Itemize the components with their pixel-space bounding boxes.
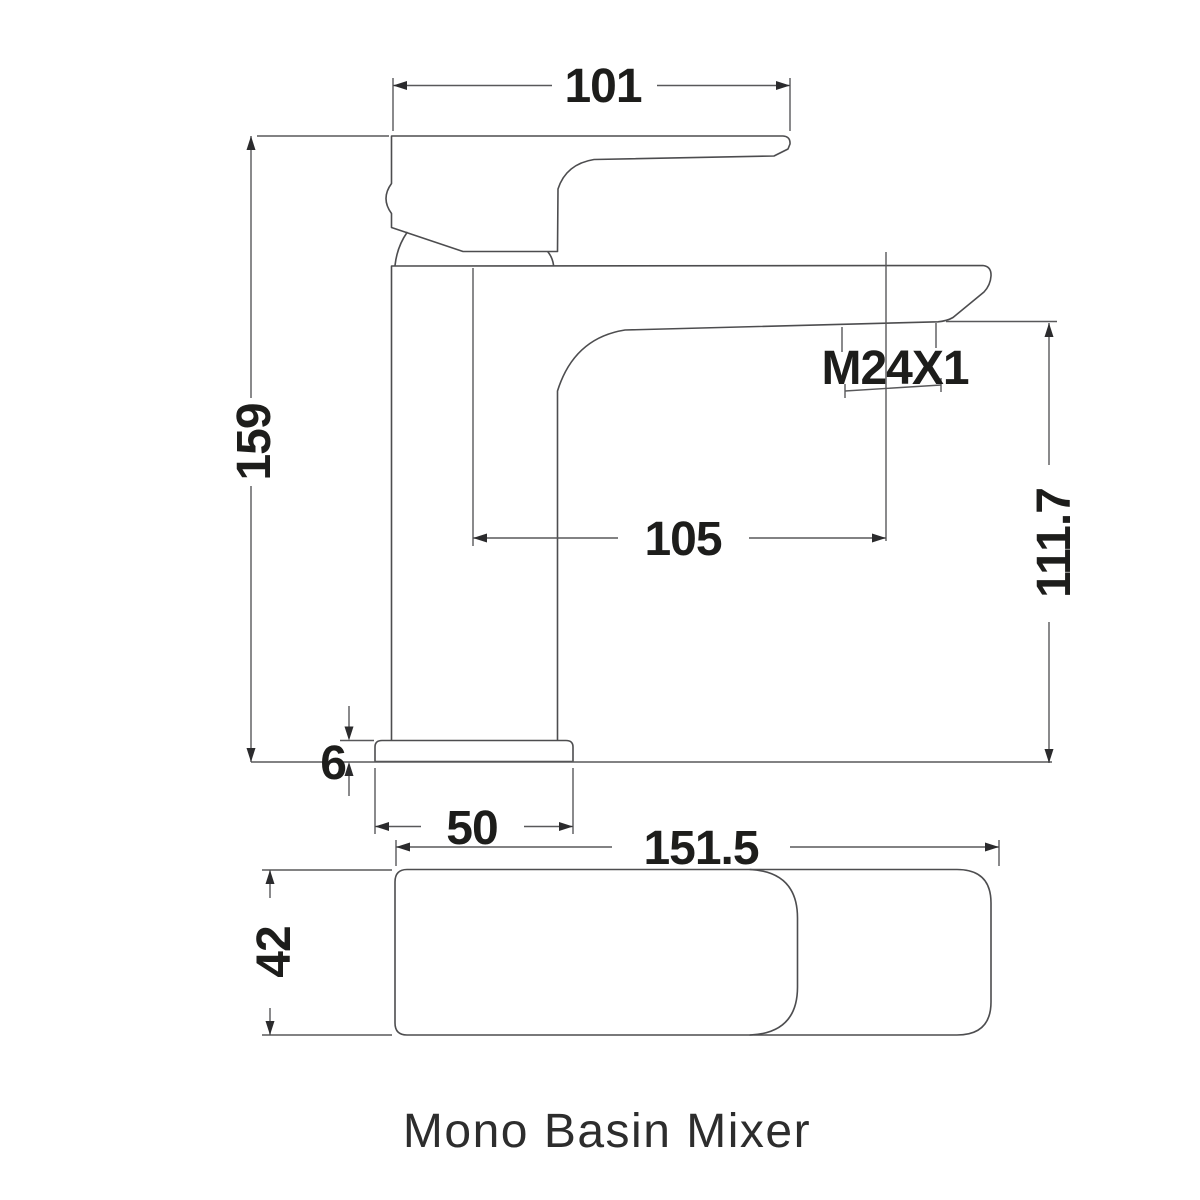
dim-label-111-7: 111.7 bbox=[1028, 488, 1081, 598]
arrowhead-right bbox=[872, 533, 886, 543]
dimension-159: 159 bbox=[228, 135, 389, 762]
base-plate-outline bbox=[374, 739, 574, 763]
dimension-101: 101 bbox=[392, 60, 791, 131]
arrowhead-right bbox=[559, 822, 573, 831]
arrowhead-up bbox=[265, 870, 275, 884]
arrowhead-left bbox=[473, 533, 487, 543]
dimension-50: 50 bbox=[374, 768, 574, 855]
arrowhead-down bbox=[265, 1021, 275, 1035]
plan-view bbox=[394, 868, 992, 1036]
dim-label-6: 6 bbox=[320, 737, 346, 790]
dimension-111-7: 111.7 bbox=[946, 320, 1081, 763]
drawing-caption: Mono Basin Mixer bbox=[403, 1105, 811, 1158]
collar-right-arc bbox=[547, 251, 555, 266]
dim-label-105: 105 bbox=[644, 513, 721, 566]
arrowhead-left bbox=[375, 822, 389, 831]
side-view bbox=[251, 135, 1052, 763]
arrowhead-down bbox=[246, 748, 256, 762]
dimension-105: 105 bbox=[472, 268, 886, 566]
arrowhead-down bbox=[1044, 749, 1054, 763]
arrowhead-right bbox=[985, 842, 999, 852]
body-spout-outline bbox=[390, 264, 992, 741]
arrowhead-up bbox=[1044, 323, 1054, 337]
dim-label-101: 101 bbox=[564, 60, 641, 113]
arrowhead-left bbox=[396, 842, 410, 852]
dim-label-50: 50 bbox=[446, 802, 497, 855]
dim-label-42: 42 bbox=[248, 926, 301, 977]
plan-inner-body-curve bbox=[749, 868, 799, 1036]
arrowhead-left bbox=[393, 81, 407, 90]
dimension-42: 42 bbox=[248, 869, 392, 1036]
dim-label-159: 159 bbox=[228, 403, 281, 480]
arrowhead-up bbox=[246, 136, 256, 150]
plan-outer-outline bbox=[394, 868, 992, 1036]
mini-dimension-line bbox=[844, 384, 942, 392]
dimension-151-5: 151.5 bbox=[395, 822, 1000, 875]
collar-left-arc bbox=[394, 231, 408, 267]
dim-label-151-5: 151.5 bbox=[643, 822, 758, 875]
dimension-m24x1: M24X1 bbox=[821, 323, 970, 398]
arrowhead-right bbox=[776, 81, 790, 90]
dim-label-m24x1: M24X1 bbox=[821, 342, 968, 395]
arrowhead-down bbox=[344, 726, 354, 741]
dimension-6: 6 bbox=[320, 706, 374, 796]
arrowhead-up bbox=[344, 762, 354, 776]
handle-outline bbox=[385, 135, 791, 253]
